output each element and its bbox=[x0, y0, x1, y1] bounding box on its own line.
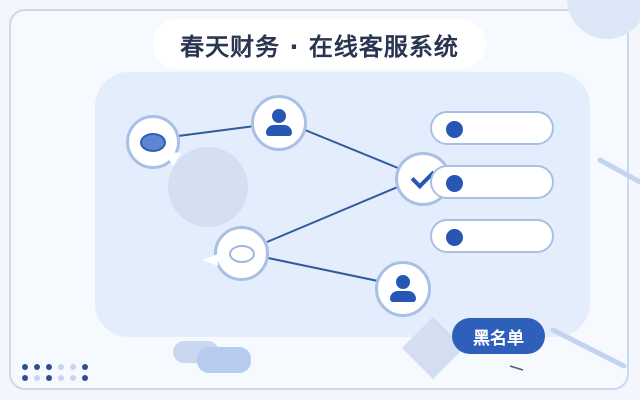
dot-icon bbox=[446, 229, 463, 246]
list-item-1[interactable] bbox=[430, 111, 554, 145]
chat-node[interactable] bbox=[126, 115, 180, 169]
corner-decoration bbox=[567, 0, 640, 39]
dots-decoration bbox=[22, 364, 94, 381]
reply-bubble-icon bbox=[228, 244, 255, 263]
blacklist-button[interactable]: 黑名单 bbox=[452, 318, 545, 354]
reply-tail bbox=[202, 254, 218, 266]
agent-node-1[interactable] bbox=[251, 95, 307, 151]
dot-icon bbox=[446, 121, 463, 138]
list-item-3[interactable] bbox=[430, 219, 554, 253]
decorative-circle bbox=[168, 147, 248, 227]
dot-icon bbox=[446, 175, 463, 192]
chat-bubble-icon bbox=[140, 132, 166, 152]
list-item-2[interactable] bbox=[430, 165, 554, 199]
agent-node-2[interactable] bbox=[375, 261, 431, 317]
page-title: 春天财务 · 在线客服系统 bbox=[153, 19, 486, 69]
reply-node[interactable] bbox=[214, 226, 269, 281]
pill-decoration bbox=[197, 347, 251, 373]
user-icon bbox=[264, 108, 294, 138]
user-icon bbox=[388, 274, 418, 304]
